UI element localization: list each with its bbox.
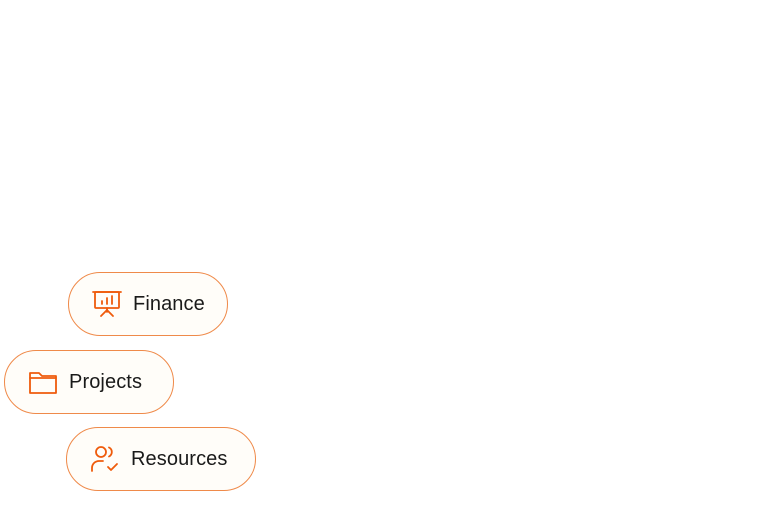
presentation-chart-icon xyxy=(91,288,123,320)
user-check-icon xyxy=(89,443,121,475)
finance-button[interactable]: Finance xyxy=(68,272,228,336)
resources-label: Resources xyxy=(131,447,228,470)
projects-label: Projects xyxy=(69,370,143,393)
finance-label: Finance xyxy=(133,292,205,315)
projects-button[interactable]: Projects xyxy=(4,350,174,414)
folder-icon xyxy=(27,366,59,398)
resources-button[interactable]: Resources xyxy=(66,427,256,491)
